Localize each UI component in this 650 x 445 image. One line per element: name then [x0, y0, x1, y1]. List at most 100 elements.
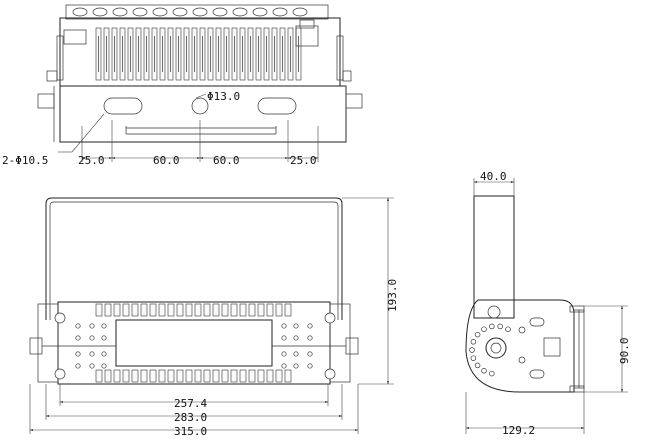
- mount-hole: [293, 351, 299, 357]
- fin-top: [252, 7, 268, 17]
- fin-top-row: [212, 303, 220, 317]
- mount-hole: [75, 323, 81, 329]
- fin-top-row: [203, 303, 211, 317]
- fin-top: [92, 7, 108, 17]
- label-dim-right-pitch: 60.0: [213, 154, 240, 167]
- mount-hole: [75, 335, 81, 341]
- fin-bottom-row: [140, 369, 148, 383]
- adjust-hole: [489, 323, 495, 330]
- adjust-hole: [505, 326, 511, 332]
- front-view: 257.4 283.0 315.0 193.0: [29, 197, 399, 438]
- fin-top-row: [122, 303, 130, 317]
- adjust-hole: [474, 331, 481, 338]
- fin-top-row: [149, 303, 157, 317]
- fin-top-row: [185, 303, 193, 317]
- mount-hole: [101, 351, 107, 357]
- mount-hole: [281, 351, 287, 357]
- mount-hole: [89, 335, 95, 341]
- mount-hole: [101, 363, 107, 369]
- mount-hole: [293, 335, 299, 341]
- mount-hole: [307, 363, 313, 369]
- mount-hole: [281, 335, 287, 341]
- fin-bottom-row: [239, 369, 247, 383]
- fin-top-row: [230, 303, 238, 317]
- mount-hole: [89, 351, 95, 357]
- fin-top-row: [284, 303, 292, 317]
- fin-bottom-row: [203, 369, 211, 383]
- top-view: Φ13.0 2-Φ10.5 25.0 60.0 60.0 25.0: [2, 4, 363, 167]
- top-fin-tops: [72, 7, 308, 17]
- mount-hole: [101, 323, 107, 329]
- fin-bottom-row: [122, 369, 130, 383]
- slot-left: [103, 97, 143, 115]
- label-bracket-width: 40.0: [480, 170, 507, 183]
- fin-bottom-row: [230, 369, 238, 383]
- mount-hole: [307, 335, 313, 341]
- fin-bottom-row: [266, 369, 274, 383]
- fin-top-row: [113, 303, 121, 317]
- adjust-hole: [469, 347, 475, 353]
- fin-top: [152, 7, 168, 17]
- fin-top: [72, 7, 88, 17]
- fin-top-row: [140, 303, 148, 317]
- fin-bottom-row: [284, 369, 292, 383]
- adjust-hole: [470, 339, 477, 345]
- fin-top-row: [239, 303, 247, 317]
- fin-bottom-row: [221, 369, 229, 383]
- label-center-hole: Φ13.0: [207, 90, 240, 103]
- side-adjust-holes: [469, 323, 511, 377]
- adjust-hole: [470, 355, 477, 361]
- fin-top: [172, 7, 188, 17]
- mount-hole: [281, 323, 287, 329]
- mount-hole: [293, 323, 299, 329]
- fin-bottom-row: [167, 369, 175, 383]
- mount-hole: [281, 363, 287, 369]
- fin-bottom-row: [212, 369, 220, 383]
- mount-hole: [89, 363, 95, 369]
- adjust-hole: [497, 323, 503, 330]
- fin-top-row: [275, 303, 283, 317]
- label-side-depth: 129.2: [502, 424, 535, 437]
- fin-bottom-row: [248, 369, 256, 383]
- front-fins-top: [95, 303, 292, 317]
- fin-bottom-row: [194, 369, 202, 383]
- fin-bottom-row: [113, 369, 121, 383]
- fin-top-row: [266, 303, 274, 317]
- fin-top: [292, 7, 308, 17]
- label-width-inner: 257.4: [174, 397, 207, 410]
- label-slots: 2-Φ10.5: [2, 154, 48, 167]
- adjust-hole: [481, 326, 487, 332]
- fin-bottom-row: [176, 369, 184, 383]
- label-width-mid: 283.0: [174, 411, 207, 424]
- mount-hole: [101, 335, 107, 341]
- label-height: 193.0: [386, 279, 399, 312]
- fin-bottom-row: [275, 369, 283, 383]
- fin-top-row: [131, 303, 139, 317]
- lens-panel: [115, 319, 273, 367]
- label-dim-right-edge: 25.0: [290, 154, 317, 167]
- fin-top: [212, 7, 228, 17]
- fin-bottom-row: [185, 369, 193, 383]
- fin-top-row: [167, 303, 175, 317]
- fin-bottom-row: [257, 369, 265, 383]
- mount-hole: [89, 323, 95, 329]
- side-view: 40.0 90.0 129.2: [465, 170, 631, 437]
- mount-hole: [293, 363, 299, 369]
- fin-top-row: [248, 303, 256, 317]
- top-heatsink-fins: [95, 27, 302, 81]
- fin-top-row: [194, 303, 202, 317]
- fin-bottom-row: [104, 369, 112, 383]
- mount-hole: [75, 363, 81, 369]
- adjust-hole: [474, 362, 481, 369]
- fin-top-row: [104, 303, 112, 317]
- fin-top: [132, 7, 148, 17]
- fin-top: [192, 7, 208, 17]
- fin-top-row: [95, 303, 103, 317]
- slot-right: [257, 97, 297, 115]
- fin-bottom-row: [95, 369, 103, 383]
- adjust-hole: [481, 368, 487, 374]
- fin-top: [232, 7, 248, 17]
- fin-bottom-row: [158, 369, 166, 383]
- mount-hole: [307, 351, 313, 357]
